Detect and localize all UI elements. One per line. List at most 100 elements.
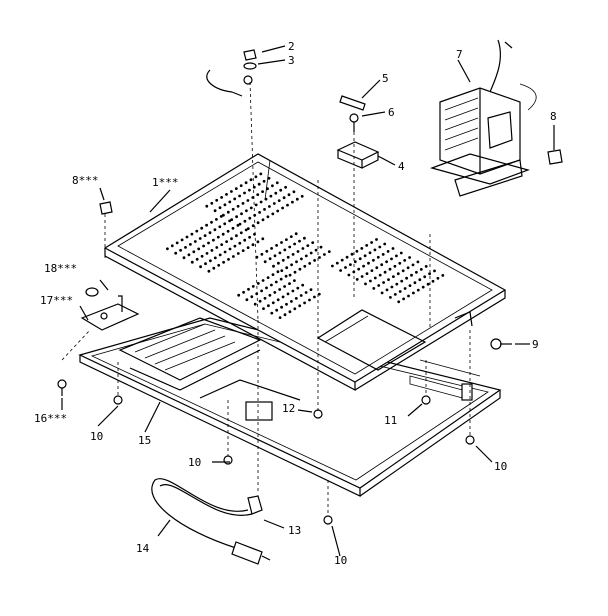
vent-hole [399, 251, 403, 255]
vent-hole [271, 184, 274, 188]
vent-hole [223, 250, 227, 254]
vent-hole [278, 288, 282, 291]
clamp-13 [247, 495, 263, 515]
vent-hole [259, 172, 263, 176]
vent-hole [222, 213, 225, 217]
vent-hole [365, 244, 369, 247]
vent-hole [347, 273, 351, 277]
vent-hole [267, 304, 270, 308]
vent-hole [327, 250, 331, 254]
vent-hole [235, 215, 239, 219]
vent-hole [276, 209, 280, 213]
vent-hole [209, 259, 212, 263]
vent-hole [243, 219, 247, 223]
vent-hole [243, 238, 247, 242]
vent-hole [231, 226, 235, 230]
vent-hole [309, 288, 313, 291]
vent-hole [242, 290, 246, 294]
vent-hole [301, 283, 305, 287]
vent-hole [372, 287, 376, 290]
vent-hole [317, 292, 321, 296]
vent-hole [393, 293, 397, 296]
vent-hole [389, 296, 392, 299]
vent-hole [370, 269, 374, 272]
vent-hole [296, 250, 300, 253]
vent-hole [291, 253, 295, 256]
transformer-7 [430, 39, 537, 197]
vent-hole [264, 197, 268, 201]
vent-hole [339, 269, 342, 272]
vent-hole [233, 244, 237, 248]
vent-hole [179, 248, 183, 252]
vent-hole [195, 257, 199, 261]
vent-hole [293, 270, 297, 274]
vent-hole [166, 247, 169, 251]
callout-10d: 10 [334, 554, 347, 567]
vent-hole [376, 255, 380, 259]
vent-hole [398, 290, 402, 293]
vent-hole [268, 257, 272, 261]
vent-hole [395, 254, 398, 258]
vent-hole [403, 259, 407, 262]
callout-13: 13 [288, 524, 301, 537]
vent-hole [248, 216, 252, 220]
vent-hole [293, 279, 296, 282]
vent-hole [258, 299, 262, 303]
vent-hole [248, 188, 251, 192]
vent-hole [368, 251, 372, 255]
vent-hole [222, 260, 226, 264]
vent-hole [220, 243, 224, 247]
vent-hole [360, 247, 364, 250]
vent-hole [380, 291, 384, 295]
vent-hole [298, 267, 302, 271]
vent-hole [428, 272, 431, 276]
vent-hole [270, 311, 274, 315]
vent-hole [260, 252, 264, 256]
vent-hole [295, 197, 299, 201]
vent-hole [284, 274, 288, 278]
vent-hole [218, 225, 222, 229]
vent-hole [210, 249, 214, 252]
vent-hole [382, 281, 385, 284]
vent-hole [387, 278, 390, 281]
vent-hole [285, 302, 288, 306]
vent-hole [286, 292, 290, 296]
vent-hole [210, 201, 214, 205]
vent-hole [254, 175, 258, 179]
ventilation-holes [166, 172, 445, 319]
vent-hole [223, 203, 227, 207]
vent-hole [353, 260, 357, 264]
vent-hole [268, 205, 271, 208]
vent-hole [192, 250, 196, 254]
bracket-17 [80, 295, 140, 331]
vent-hole [238, 241, 242, 245]
vent-hole [263, 208, 266, 211]
screw-10-a [113, 395, 123, 405]
callout-4: 4 [398, 160, 405, 173]
vent-hole [271, 301, 275, 305]
vent-hole [426, 282, 430, 286]
vent-hole [230, 237, 233, 241]
base-tray [78, 317, 502, 497]
vent-hole [398, 261, 402, 265]
vent-hole [262, 307, 265, 310]
vent-hole [200, 254, 204, 258]
callout-1: 1*** [152, 176, 179, 189]
callout-9: 9 [532, 338, 539, 351]
vent-hole [275, 308, 279, 312]
vent-hole [190, 232, 194, 236]
vent-hole [237, 293, 241, 297]
vent-hole [369, 279, 372, 283]
vent-hole [280, 241, 283, 244]
vent-hole [288, 273, 292, 277]
vent-hole [309, 251, 313, 255]
callout-6: 6 [388, 106, 395, 119]
vent-hole [249, 178, 253, 182]
vent-hole [265, 286, 268, 290]
vent-hole [416, 260, 420, 264]
screw-11 [421, 395, 431, 405]
vent-hole [388, 267, 392, 271]
vent-hole [276, 298, 280, 302]
vent-hole [225, 240, 229, 244]
vent-hole [410, 273, 413, 277]
